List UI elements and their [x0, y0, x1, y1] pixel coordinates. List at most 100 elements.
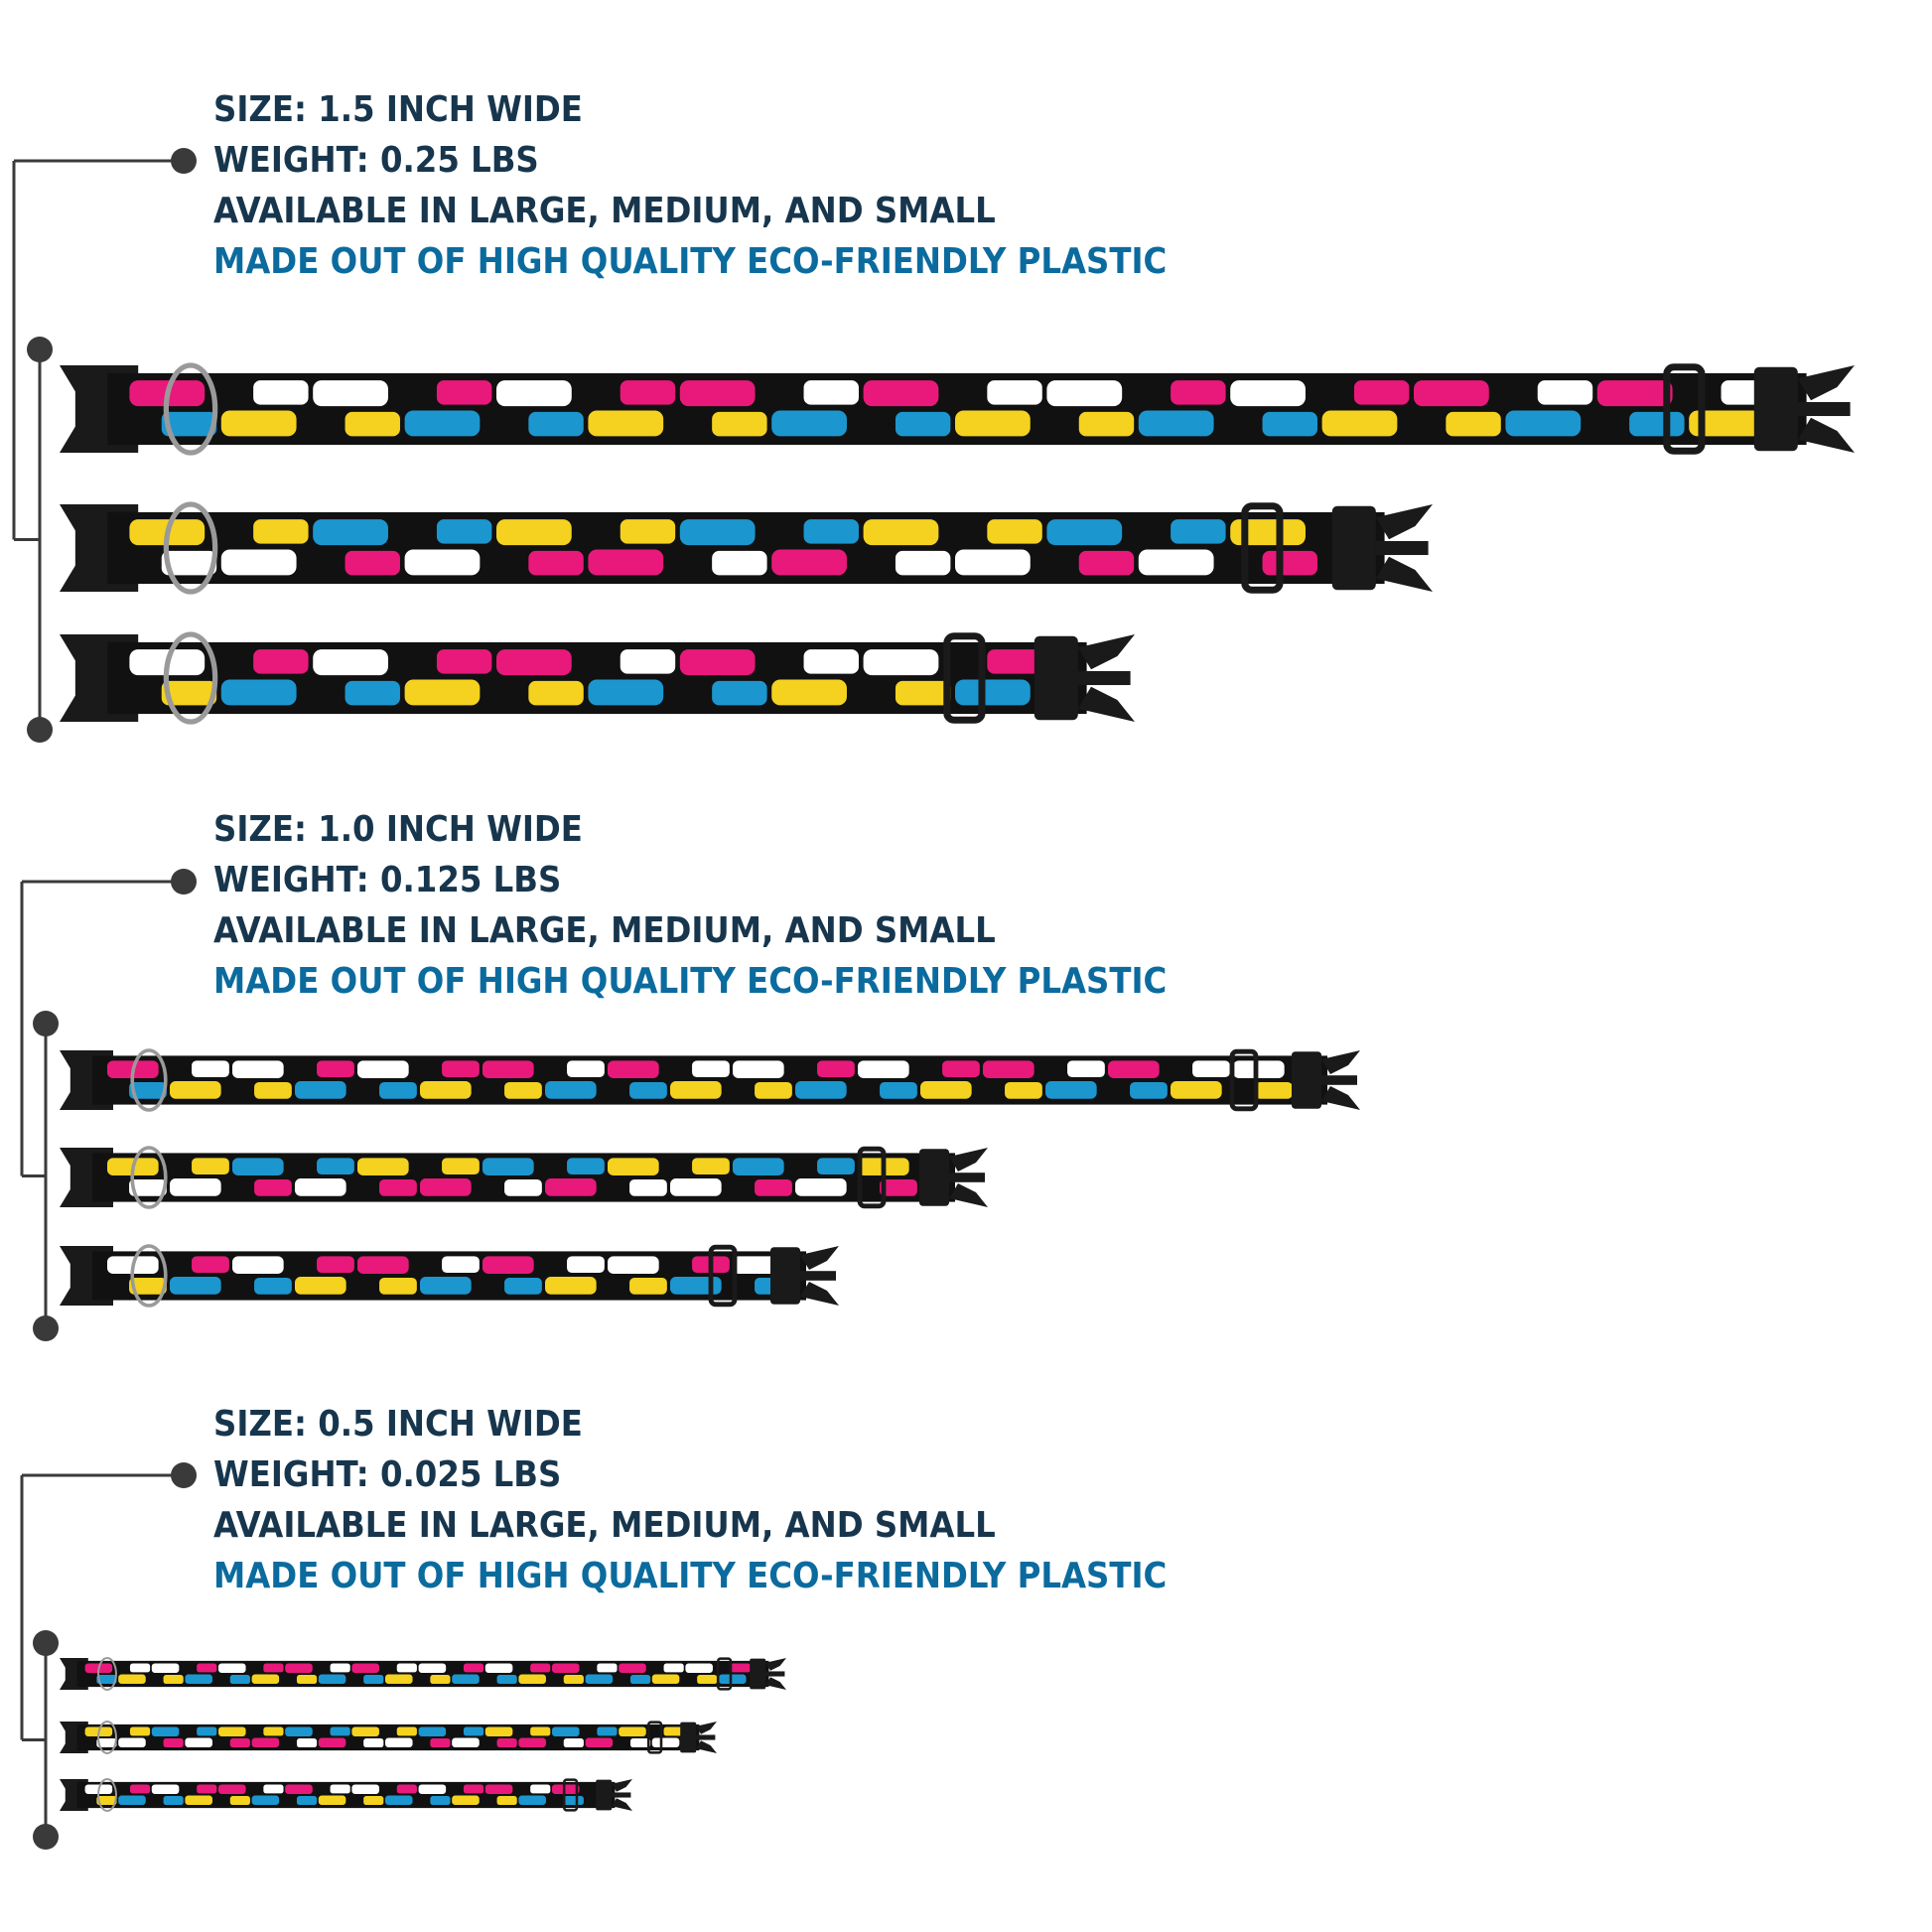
pattern-bubble — [987, 380, 1042, 405]
pattern-bubble — [285, 1784, 313, 1794]
pattern-bubble — [161, 411, 217, 437]
pattern-bubble — [396, 1726, 417, 1736]
buckle-prong — [612, 1779, 632, 1792]
pattern-bubble — [1230, 519, 1306, 546]
pattern-bubble — [379, 1178, 417, 1196]
collar-medium — [60, 1146, 988, 1209]
pattern-bubble — [163, 1738, 184, 1747]
pattern-bubble — [484, 1784, 513, 1794]
pattern-bubble — [418, 1784, 447, 1794]
pattern-bubble — [170, 1276, 221, 1295]
pattern-bubble — [313, 649, 388, 676]
pattern-bubble — [1255, 1081, 1293, 1099]
pattern-bubble — [254, 1178, 292, 1196]
buckle-right-base — [770, 1247, 800, 1305]
pattern-bubble — [920, 1080, 972, 1099]
pattern-bubble — [608, 1256, 659, 1275]
pattern-bubble — [563, 1796, 584, 1805]
pattern-bubble — [679, 519, 756, 546]
pattern-bubble — [496, 380, 572, 407]
pattern-bubble — [496, 519, 572, 546]
pattern-bubble — [496, 1675, 517, 1684]
pattern-bubble — [585, 1737, 614, 1747]
pattern-bubble — [518, 1737, 546, 1747]
buckle-prong — [949, 1148, 988, 1172]
pattern-bubble — [396, 1663, 417, 1673]
pattern-bubble — [1138, 549, 1214, 576]
pattern-bubble — [170, 1177, 221, 1196]
pattern-bubble — [504, 1081, 542, 1099]
collar-group-2 — [20, 869, 1360, 1341]
pattern-bubble — [351, 1726, 379, 1736]
pattern-bubble — [518, 1795, 546, 1805]
pattern-bubble — [161, 680, 217, 706]
pattern-bubble — [1629, 411, 1685, 437]
pattern-bubble — [1171, 380, 1226, 405]
pattern-bubble — [629, 1675, 651, 1684]
pattern-bubble — [987, 649, 1042, 674]
pattern-bubble — [118, 1795, 146, 1805]
pattern-bubble — [345, 550, 400, 576]
pattern-bubble — [697, 1675, 718, 1684]
buckle-prong — [1321, 1086, 1360, 1110]
pattern-bubble — [317, 1158, 354, 1175]
pattern-bubble — [218, 1663, 246, 1673]
pattern-bubble — [263, 1663, 284, 1673]
pattern-bubble — [442, 1060, 480, 1078]
buckle-right-base — [1034, 635, 1078, 721]
pattern-bubble — [436, 519, 492, 544]
connector-dot — [27, 337, 53, 362]
pattern-bubble — [597, 1726, 618, 1736]
pattern-bubble — [619, 1663, 646, 1673]
pattern-bubble — [1046, 519, 1123, 546]
pattern-bubble — [463, 1726, 484, 1736]
collar-medium — [60, 501, 1433, 595]
connector-dot — [171, 1462, 197, 1488]
pattern-bubble — [1078, 550, 1135, 576]
weight-label: WEIGHT: 0.025 LBS — [213, 1454, 562, 1495]
pattern-bubble — [733, 1060, 784, 1079]
pattern-bubble — [620, 649, 676, 674]
pattern-bubble — [663, 1726, 684, 1736]
pattern-bubble — [357, 1158, 409, 1176]
pattern-bubble — [420, 1276, 472, 1295]
pattern-bubble — [129, 1784, 151, 1794]
pattern-bubble — [118, 1737, 146, 1747]
pattern-bubble — [263, 1784, 284, 1794]
buckle-right-base — [1331, 505, 1376, 591]
pattern-bubble — [629, 1178, 667, 1196]
pattern-bubble — [504, 1277, 542, 1295]
pattern-bubble — [96, 1675, 117, 1684]
pattern-bubble — [863, 380, 939, 407]
pattern-bubble — [420, 1177, 472, 1196]
size-label: SIZE: 1.0 INCH WIDE — [213, 809, 583, 850]
group-2-specs: SIZE: 1.0 INCH WIDE WEIGHT: 0.125 LBS AV… — [213, 804, 1167, 1007]
collar-large — [60, 1657, 786, 1691]
pattern-bubble — [185, 1737, 212, 1747]
pattern-bubble — [379, 1081, 417, 1099]
pattern-bubble — [1233, 1060, 1285, 1079]
pattern-bubble — [1192, 1060, 1230, 1078]
pattern-bubble — [220, 679, 297, 706]
connector-dot — [171, 869, 197, 895]
buckle-prong — [1797, 417, 1855, 453]
pattern-bubble — [1596, 380, 1673, 407]
pattern-bubble — [317, 1060, 354, 1078]
pattern-bubble — [895, 680, 951, 706]
pattern-bubble — [712, 550, 767, 576]
pattern-bubble — [295, 1177, 346, 1196]
pattern-bubble — [771, 410, 847, 437]
pattern-bubble — [232, 1060, 284, 1079]
pattern-bubble — [588, 549, 664, 576]
buckle-prong — [949, 1173, 985, 1182]
pattern-bubble — [363, 1675, 384, 1684]
pattern-bubble — [345, 411, 400, 437]
pattern-bubble — [504, 1178, 542, 1196]
pattern-bubble — [192, 1060, 229, 1078]
pattern-bubble — [1046, 380, 1123, 407]
pattern-bubble — [295, 1276, 346, 1295]
connector-dot — [33, 1011, 59, 1036]
buckle-prong — [949, 1183, 988, 1207]
pattern-bubble — [530, 1784, 551, 1794]
collar-medium — [60, 1721, 717, 1754]
